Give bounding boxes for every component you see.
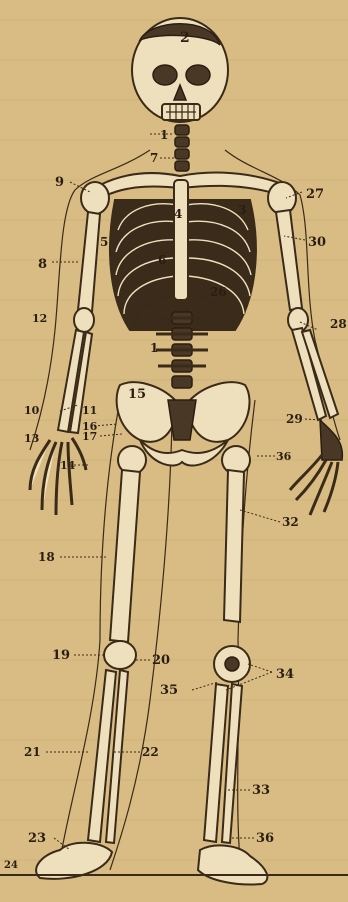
label-1-lumbar: 1 bbox=[150, 341, 158, 355]
label-24: 24 bbox=[4, 860, 18, 871]
label-6: 6 bbox=[158, 253, 166, 267]
label-18: 18 bbox=[38, 550, 55, 564]
label-23: 23 bbox=[28, 831, 46, 846]
label-9: 9 bbox=[55, 175, 64, 190]
label-34: 34 bbox=[276, 667, 294, 682]
label-11: 11 bbox=[82, 404, 97, 417]
label-35: 35 bbox=[160, 683, 178, 698]
label-27: 27 bbox=[306, 187, 324, 202]
label-19: 19 bbox=[52, 648, 70, 663]
label-8: 8 bbox=[38, 257, 47, 272]
label-32: 32 bbox=[282, 515, 299, 529]
label-3: 3 bbox=[238, 203, 246, 217]
label-22: 22 bbox=[142, 745, 159, 759]
label-33: 33 bbox=[252, 783, 270, 798]
label-13: 13 bbox=[24, 432, 39, 445]
arm-left bbox=[276, 210, 342, 515]
label-17: 17 bbox=[82, 430, 97, 443]
label-4: 4 bbox=[174, 207, 182, 221]
label-2: 2 bbox=[180, 30, 190, 46]
label-29: 29 bbox=[286, 412, 303, 426]
label-10: 10 bbox=[24, 404, 40, 417]
leg-left bbox=[198, 446, 267, 884]
label-12: 12 bbox=[32, 312, 47, 325]
label-26: 26 bbox=[210, 285, 227, 299]
cervical-spine bbox=[175, 125, 189, 171]
label-28: 28 bbox=[330, 317, 347, 331]
label-36-ankle: 36 bbox=[256, 831, 274, 846]
label-5: 5 bbox=[100, 235, 108, 249]
label-20: 20 bbox=[152, 653, 170, 668]
label-7: 7 bbox=[150, 151, 158, 165]
label-14: 14 bbox=[60, 459, 76, 472]
label-36-hip: 36 bbox=[276, 450, 292, 463]
label-30: 30 bbox=[308, 235, 326, 250]
label-21: 21 bbox=[24, 745, 41, 759]
label-15: 15 bbox=[128, 387, 146, 402]
label-1-cervical: 1 bbox=[160, 128, 168, 142]
ribcage bbox=[110, 180, 256, 330]
